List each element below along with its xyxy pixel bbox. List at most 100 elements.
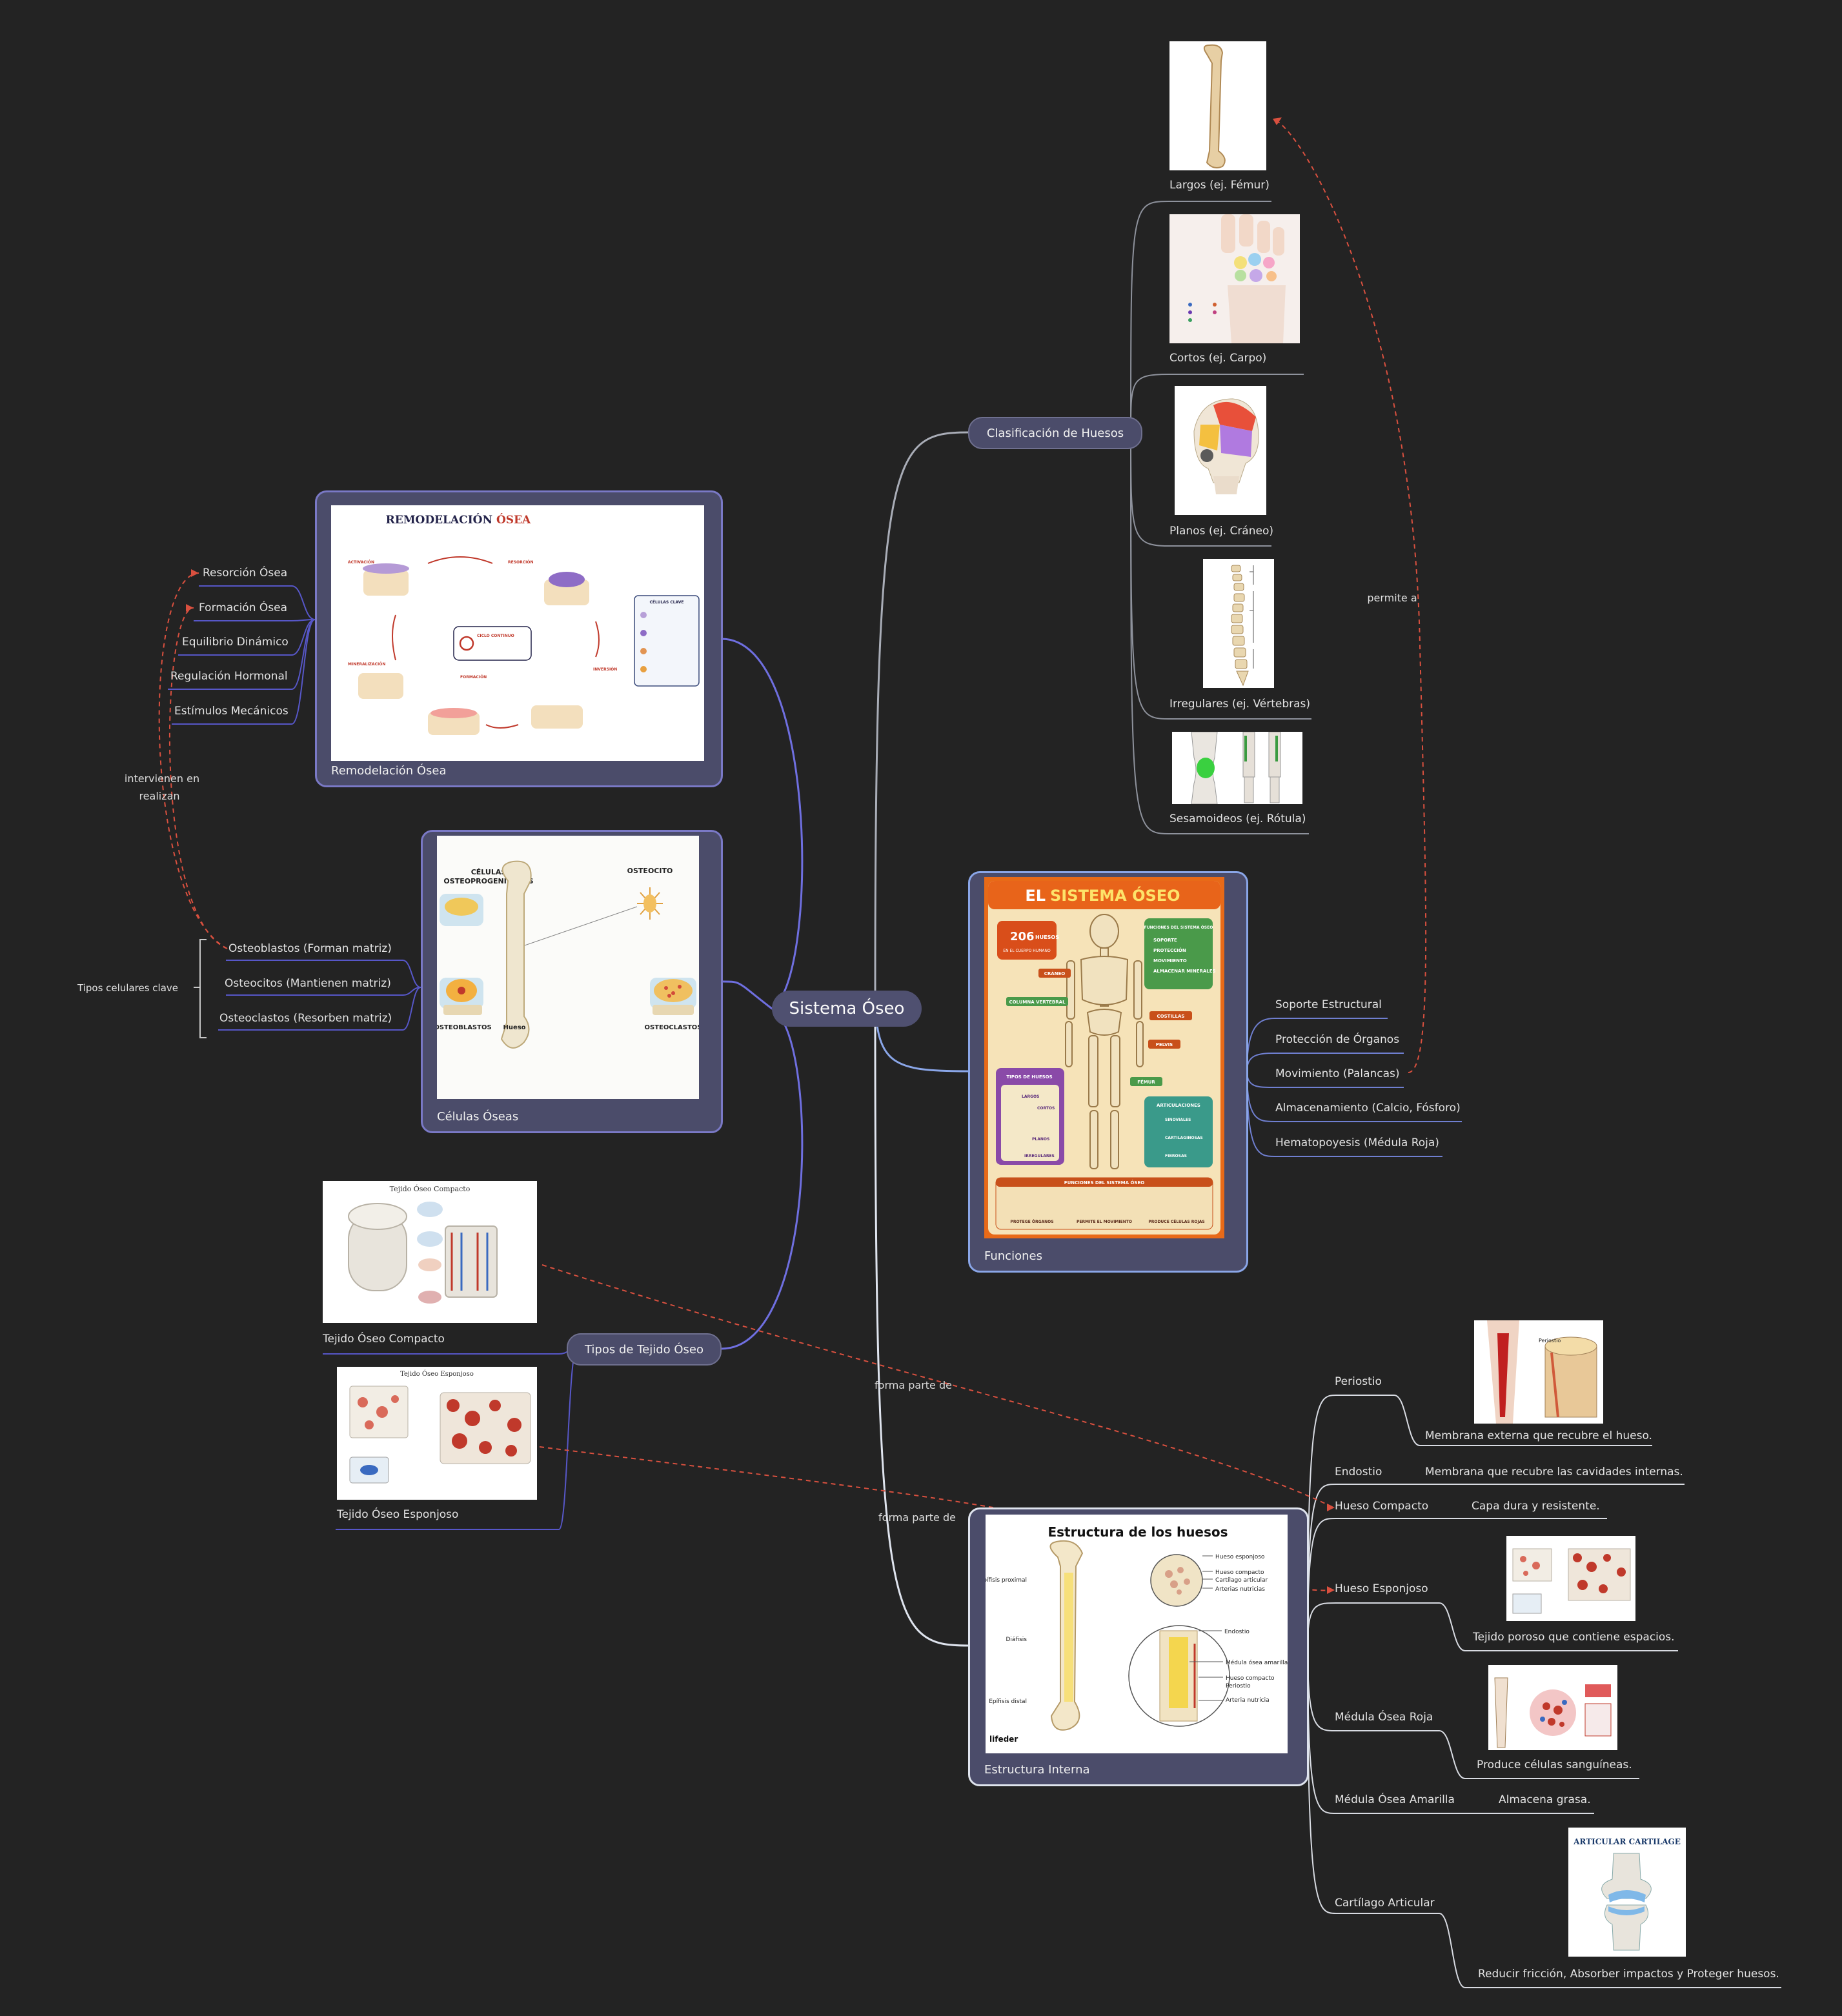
- clasificacion-topic[interactable]: Clasificación de Huesos: [968, 417, 1142, 449]
- poster-artic-3: FIBROSAS: [1165, 1154, 1187, 1158]
- tejido-esponjoso-img-title: Tejido Óseo Esponjoso: [400, 1370, 474, 1378]
- relation-label-realizan[interactable]: realizan: [139, 790, 180, 802]
- remodel-item-regulacion[interactable]: Regulación Hormonal: [170, 670, 288, 683]
- estructura-item-endostio[interactable]: Endostio: [1335, 1466, 1382, 1478]
- funcion-item-soporte[interactable]: Soporte Estructural: [1275, 998, 1382, 1011]
- clasif-item-largos[interactable]: Largos (ej. Fémur): [1169, 179, 1270, 192]
- estructura-img-right-4: Arterias nutricias: [1215, 1586, 1265, 1593]
- estructura-img-left-1: Epífisis proximal: [986, 1577, 1027, 1584]
- remodel-item-formacion[interactable]: Formación Ósea: [199, 601, 288, 614]
- tejido-compacto-img-title: Tejido Óseo Compacto: [390, 1184, 471, 1193]
- root-topic[interactable]: Sistema Óseo: [772, 991, 922, 1027]
- estructura-desc-medula-roja: Produce células sanguíneas.: [1477, 1759, 1632, 1771]
- estructura-item-medula-roja[interactable]: Médula Ósea Roja: [1335, 1711, 1433, 1724]
- poster-fn-title: FUNCIONES DEL SISTEMA ÓSEO: [1144, 925, 1213, 930]
- tejido-compacto-label[interactable]: Tejido Óseo Compacto: [323, 1333, 445, 1346]
- funciones-title: Funciones: [984, 1249, 1042, 1263]
- poster-artic-1: SINOVIALES: [1165, 1118, 1191, 1122]
- remodel-step-2: RESORCIÓN: [508, 560, 534, 565]
- remodel-item-equilibrio[interactable]: Equilibrio Dinámico: [182, 636, 288, 649]
- estructura-desc-periostio: Membrana externa que recubre el hueso.: [1425, 1429, 1652, 1442]
- estructura-img-brand: lifeder: [989, 1735, 1018, 1744]
- estructura-item-periostio[interactable]: Periostio: [1335, 1375, 1382, 1388]
- cartilage-image: ARTICULAR CARTILAGE: [1568, 1828, 1686, 1957]
- estructura-topic[interactable]: Estructura de los huesos Epífisis proxim…: [968, 1507, 1309, 1786]
- poster-artic-title: ARTICULACIONES: [1157, 1103, 1200, 1108]
- estructura-image: Estructura de los huesos Epífisis proxim…: [986, 1515, 1288, 1753]
- estructura-title: Estructura Interna: [984, 1763, 1090, 1777]
- celulas-topic[interactable]: CÉLULAS OSTEOPROGENITORAS OSTEOCITO OSTE…: [421, 830, 723, 1133]
- estructura-img-left-3: Epífisis distal: [989, 1698, 1027, 1705]
- craneo-image: [1175, 386, 1266, 515]
- remodel-item-estimulos[interactable]: Estímulos Mecánicos: [174, 705, 288, 718]
- celula-item-osteocitos[interactable]: Osteocitos (Mantienen matriz): [225, 977, 391, 990]
- clasif-item-irregulares[interactable]: Irregulares (ej. Vértebras): [1169, 698, 1311, 711]
- poster-bottom-1: PROTEGE ÓRGANOS: [1010, 1220, 1053, 1224]
- estructura-item-cartilago[interactable]: Cartílago Articular: [1335, 1897, 1435, 1910]
- remodel-step-1: ACTIVACIÓN: [348, 560, 374, 565]
- celulas-group-label: Tipos celulares clave: [77, 982, 179, 994]
- tejido-topic[interactable]: Tipos de Tejido Óseo: [567, 1333, 722, 1366]
- estructura-img-right-1: Hueso esponjoso: [1215, 1554, 1265, 1560]
- poster-count-sub: EN EL CUERPO HUMANO: [1003, 949, 1051, 953]
- estructura-desc-cartilago: Reducir fricción, Absorber impactos y Pr…: [1478, 1968, 1779, 1981]
- clasif-item-sesamoideos[interactable]: Sesamoideos (ej. Rótula): [1169, 812, 1306, 825]
- estructura-img-left-2: Diáfisis: [1006, 1637, 1027, 1643]
- estructura-desc-hueso-compacto: Capa dura y resistente.: [1472, 1500, 1600, 1513]
- estructura-item-hueso-compacto[interactable]: Hueso Compacto: [1335, 1500, 1429, 1513]
- esponjoso-small-image: [1506, 1536, 1635, 1621]
- poster-fn-1: SOPORTE: [1153, 938, 1177, 943]
- funcion-item-hematopoyesis[interactable]: Hematopoyesis (Médula Roja): [1275, 1136, 1439, 1149]
- celulas-title: Células Óseas: [437, 1110, 519, 1124]
- estructura-img-title: Estructura de los huesos: [1048, 1524, 1228, 1540]
- relation-label-permite[interactable]: permite a: [1367, 592, 1417, 604]
- poster-bottom-3: PRODUCE CÉLULAS ROJAS: [1148, 1219, 1204, 1224]
- estructura-img-right-5: Endostio: [1224, 1629, 1250, 1635]
- periostio-image: Periostio: [1474, 1320, 1603, 1424]
- celula-item-osteoclastos[interactable]: Osteoclastos (Resorben matriz): [219, 1012, 392, 1025]
- poster-tipos-title: TIPOS DE HUESOS: [1006, 1074, 1052, 1080]
- funciones-topic[interactable]: EL SISTEMA ÓSEO 206 HUESOS EN EL CUERPO …: [968, 871, 1248, 1273]
- celulas-image: CÉLULAS OSTEOPROGENITORAS OSTEOCITO OSTE…: [437, 836, 699, 1099]
- celulas-img-osteoblastos: OSTEOBLASTOS: [437, 1024, 492, 1031]
- poster-count: 206: [1010, 930, 1035, 943]
- poster-tipo-4: IRREGULARES: [1024, 1154, 1055, 1158]
- estructura-item-hueso-esponjoso[interactable]: Hueso Esponjoso: [1335, 1582, 1428, 1595]
- estructura-item-medula-amarilla[interactable]: Médula Ósea Amarilla: [1335, 1793, 1455, 1806]
- poster-count-unit: HUESOS: [1035, 934, 1059, 940]
- estructura-img-right-6: Médula ósea amarilla: [1226, 1659, 1288, 1666]
- clasif-item-cortos[interactable]: Cortos (ej. Carpo): [1169, 352, 1267, 365]
- relation-label-forma2[interactable]: forma parte de: [878, 1511, 956, 1524]
- poster-label-costillas: COSTILLAS: [1157, 1014, 1185, 1019]
- remodel-step-4: FORMACIÓN: [460, 675, 487, 680]
- poster-tipo-2: CORTOS: [1037, 1106, 1055, 1111]
- funcion-item-proteccion[interactable]: Protección de Órganos: [1275, 1033, 1400, 1046]
- celulas-img-osteocito: OSTEOCITO: [627, 867, 673, 875]
- estructura-img-right-9: Arteria nutricia: [1226, 1697, 1270, 1704]
- vertebras-image: [1203, 559, 1274, 688]
- poster-fn-4: ALMACENAR MINERALES: [1153, 969, 1216, 974]
- poster-label-craneo: CRÁNEO: [1044, 971, 1066, 976]
- funcion-item-almacenamiento[interactable]: Almacenamiento (Calcio, Fósforo): [1275, 1102, 1461, 1114]
- relation-label-forma1[interactable]: forma parte de: [875, 1379, 952, 1391]
- poster-label-columna: COLUMNA VERTEBRAL: [1009, 1000, 1066, 1005]
- poster-tipo-1: LARGOS: [1022, 1094, 1039, 1099]
- remodel-step-3: INVERSIÓN: [593, 667, 617, 672]
- clasif-item-planos[interactable]: Planos (ej. Cráneo): [1169, 525, 1273, 538]
- relation-label-intervienen[interactable]: intervienen en: [124, 772, 200, 785]
- tejido-esponjoso-label[interactable]: Tejido Óseo Esponjoso: [337, 1508, 459, 1521]
- funciones-poster: EL SISTEMA ÓSEO 206 HUESOS EN EL CUERPO …: [984, 877, 1224, 1238]
- celula-item-osteoblastos[interactable]: Osteoblastos (Forman matriz): [228, 942, 392, 955]
- poster-fn-3: MOVIMIENTO: [1153, 958, 1187, 963]
- celulas-img-hueso: Hueso: [503, 1024, 525, 1031]
- remodel-item-resorcion[interactable]: Resorción Ósea: [203, 567, 288, 580]
- poster-bottom-2: PERMITE EL MOVIMIENTO: [1077, 1220, 1132, 1224]
- funcion-item-movimiento[interactable]: Movimiento (Palancas): [1275, 1067, 1400, 1080]
- remodelacion-topic[interactable]: REMODELACIÓN ÓSEA CÉLULAS CLAVE CICLO CO…: [315, 490, 723, 787]
- estructura-img-right-2: Hueso compacto: [1215, 1569, 1264, 1576]
- estructura-desc-hueso-esponjoso: Tejido poroso que contiene espacios.: [1473, 1631, 1675, 1644]
- remodel-title-b: ÓSEA: [496, 513, 531, 527]
- poster-fn-2: PROTECCIÓN: [1153, 947, 1186, 953]
- tejido-esponjoso-image: Tejido Óseo Esponjoso: [337, 1367, 537, 1500]
- estructura-desc-medula-amarilla: Almacena grasa.: [1499, 1793, 1591, 1806]
